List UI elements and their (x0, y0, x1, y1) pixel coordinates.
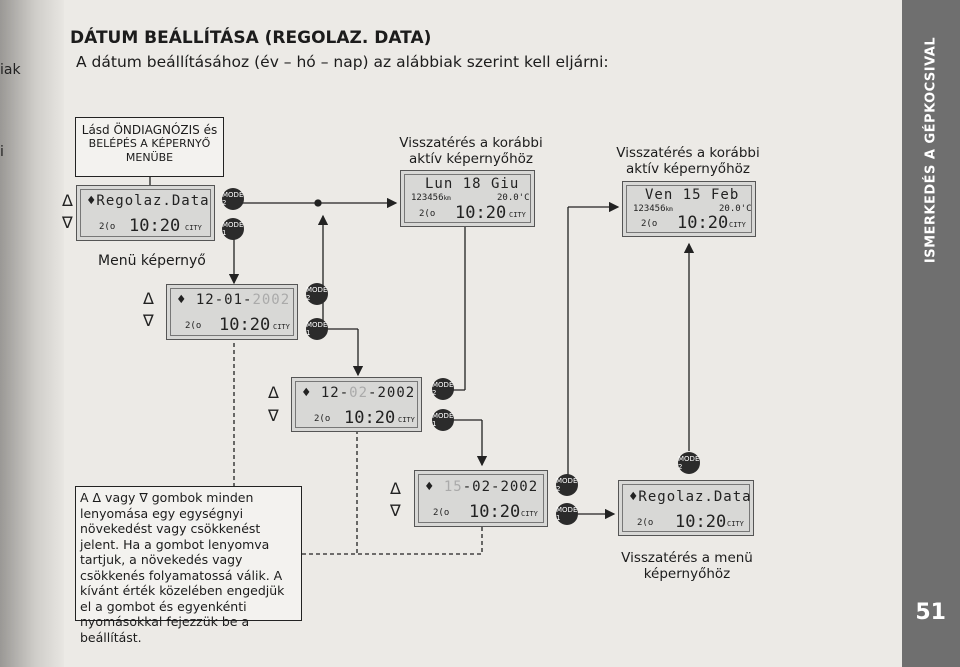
updown-icon: ♦ (302, 385, 312, 401)
lcd-month: ♦ 12-02-2002 2(o 10:20 CITY (291, 377, 422, 432)
page-number: 51 (915, 600, 946, 625)
mode1-button[interactable]: MODE 1 (222, 218, 244, 240)
caption-return-previous: Visszatérés a korábbi aktív képernyőhöz (399, 135, 543, 167)
odometer-unit: km (665, 206, 673, 213)
blinking-month: 02 (349, 385, 369, 401)
lcd-city: CITY (398, 416, 415, 424)
clipped-text: i (0, 144, 4, 160)
lcd-menu-start: ♦Regolaz.Data 2(o 10:20 CITY (76, 185, 215, 241)
updown-icon: ♦ (177, 292, 187, 308)
lcd-indicator: 2(o (637, 518, 654, 528)
lcd-indicator: 2(o (99, 222, 116, 232)
lcd-line1: ♦ 12-01-2002 (177, 292, 290, 308)
lcd-time: 10:20 (219, 315, 271, 335)
lcd-temperature: 20.0'C (497, 193, 530, 203)
lcd-indicator: 2(o (185, 321, 202, 331)
mode2-button[interactable]: MODE 2 (432, 378, 454, 400)
caption-return-previous: Visszatérés a korábbi aktív képernyőhöz (616, 145, 760, 177)
note-line: BELÉPÉS A KÉPERNYŐ (88, 137, 211, 150)
note-line: MENÜBE (125, 151, 174, 164)
odometer-value: 123456 (411, 193, 444, 203)
lcd-time: 10:20 (677, 213, 729, 233)
blinking-day: 15 (443, 479, 463, 495)
date-fixed-part: 12-01- (195, 292, 253, 308)
up-arrow-icon[interactable]: Δ (62, 191, 73, 210)
lcd-line1: ♦Regolaz.Data (629, 489, 752, 505)
date-fixed-part: 12- (320, 385, 350, 401)
up-arrow-icon[interactable]: Δ (143, 289, 154, 308)
clipped-text: iak (0, 62, 21, 78)
up-arrow-icon[interactable]: Δ (268, 383, 279, 402)
note-line: Lásd ÖNDIAGNÓZIS és (81, 123, 218, 137)
date-fixed-part: -2002 (368, 385, 416, 401)
odometer-unit: km (443, 195, 451, 202)
lcd-previous-screen-a: Lun 18 Giu 123456km 20.0'C 2(o 10:20 CIT… (400, 170, 535, 227)
updown-icon: ♦ (425, 479, 435, 495)
explanation-box: A Δ vagy ∇ gombok minden lenyomása egy e… (75, 486, 302, 645)
lcd-temperature: 20.0'C (719, 204, 752, 214)
mode2-button[interactable]: MODE 2 (222, 188, 244, 210)
lcd-menu-end: ♦Regolaz.Data 2(o 10:20 CITY (618, 480, 754, 536)
lcd-line1: Lun 18 Giu (425, 176, 520, 192)
lcd-city: CITY (729, 221, 746, 229)
lcd-line1: ♦ 15-02-2002 (425, 479, 538, 495)
lcd-time: 10:20 (344, 408, 396, 428)
lcd-indicator: 2(o (641, 219, 658, 229)
lcd-city: CITY (509, 211, 526, 219)
lcd-city: CITY (727, 520, 744, 528)
lcd-time: 10:20 (469, 502, 521, 522)
mode2-button[interactable]: MODE 2 (306, 283, 328, 305)
lcd-indicator: 2(o (314, 414, 331, 424)
down-arrow-icon[interactable]: ∇ (62, 213, 73, 232)
down-arrow-icon[interactable]: ∇ (268, 406, 279, 425)
lcd-year: ♦ 12-01-2002 2(o 10:20 CITY (166, 284, 298, 340)
reference-note: Lásd ÖNDIAGNÓZIS és BELÉPÉS A KÉPERNYŐ M… (75, 117, 224, 177)
mode1-button[interactable]: MODE 1 (432, 409, 454, 431)
menu-screen-label: Menü képernyő (98, 253, 206, 269)
lcd-indicator: 2(o (419, 209, 436, 219)
mode1-button[interactable]: MODE 1 (556, 503, 578, 525)
lcd-time: 10:20 (455, 203, 507, 223)
mode1-button[interactable]: MODE 1 (306, 318, 328, 340)
section-sidebar: ISMERKEDÉS A GÉPKOCSIVAL 51 (902, 0, 960, 667)
lcd-city: CITY (185, 224, 202, 232)
lcd-odometer: 123456km (633, 204, 673, 214)
mode2-button[interactable]: MODE 2 (556, 474, 578, 496)
odometer-value: 123456 (633, 204, 666, 214)
lcd-previous-screen-b: Ven 15 Feb 123456km 20.0'C 2(o 10:20 CIT… (622, 181, 756, 237)
lcd-time: 10:20 (675, 512, 727, 532)
lcd-line1: Ven 15 Feb (645, 187, 740, 203)
up-arrow-icon[interactable]: Δ (390, 479, 401, 498)
mode2-button[interactable]: MODE 2 (678, 452, 700, 474)
page-title: DÁTUM BEÁLLÍTÁSA (REGOLAZ. DATA) (70, 28, 432, 48)
lcd-odometer: 123456km (411, 193, 451, 203)
lcd-line1: ♦Regolaz.Data (87, 193, 210, 209)
down-arrow-icon[interactable]: ∇ (390, 501, 401, 520)
lcd-city: CITY (273, 323, 290, 331)
caption-return-menu: Visszatérés a menü képernyőhöz (621, 550, 753, 582)
date-fixed-part: -02-2002 (462, 479, 539, 495)
lcd-time: 10:20 (129, 216, 181, 236)
lcd-line1: ♦ 12-02-2002 (302, 385, 415, 401)
blinking-year: 2002 (252, 292, 291, 308)
page-subtitle: A dátum beállításához (év – hó – nap) az… (76, 53, 609, 71)
down-arrow-icon[interactable]: ∇ (143, 311, 154, 330)
lcd-day: ♦ 15-02-2002 2(o 10:20 CITY (414, 470, 548, 527)
lcd-city: CITY (521, 510, 538, 518)
lcd-indicator: 2(o (433, 508, 450, 518)
page-gutter-shadow (0, 0, 64, 667)
